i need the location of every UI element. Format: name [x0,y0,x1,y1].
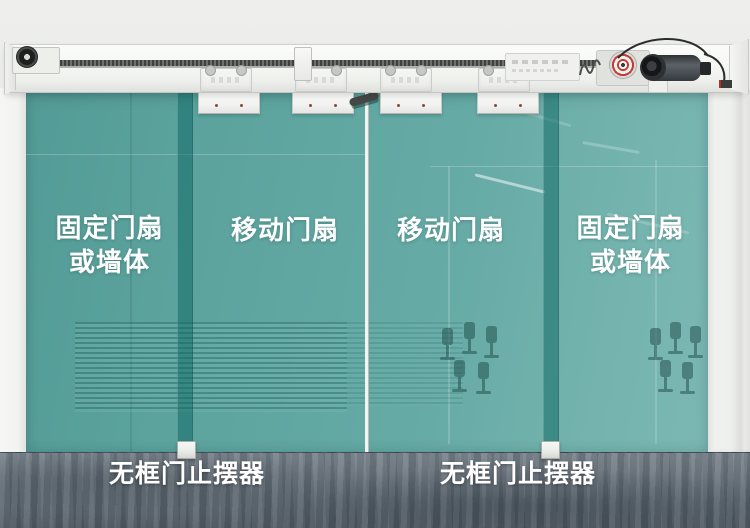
floor-guide-stopper-right [541,441,560,459]
office-chair [484,326,499,358]
panel-label-line: 移动门扇 [396,216,505,246]
panel-label-moving-right: 移动门扇 [371,214,531,248]
office-chair [688,326,703,358]
panel-label-fixed-right: 固定门扇 或墙体 [548,212,713,280]
glass-clamp-2 [292,92,354,114]
glass-clamp-3 [380,92,442,114]
office-chair [658,360,673,392]
panel-label-line: 固定门扇 [55,214,164,244]
drive-pulley-icon [609,51,637,79]
partition-frame-line-1 [448,166,450,444]
ceiling-light-streak-2 [582,140,640,155]
glass-clamp-4 [477,92,539,114]
panel-label-fixed-left: 固定门扇 或墙体 [27,212,192,280]
panel-label-line: 或墙体 [68,248,150,278]
floor-label-text: 无框门止摆器 [439,459,596,488]
panel-label-line: 移动门扇 [230,216,339,246]
glass-clamp-1 [198,92,260,114]
drive-belt [40,60,615,66]
motor-end-cap [640,54,666,81]
floor-label-left: 无框门止摆器 [87,460,287,488]
office-chair [476,362,491,394]
wire-connector [719,80,732,88]
floor [0,452,750,528]
partition-top-edge-left [26,154,366,155]
control-unit [505,53,580,81]
roller-carriage-1 [200,65,252,92]
partition-top-edge-right [430,166,708,167]
floor-label-right: 无框门止摆器 [418,460,618,488]
panel-overlap-divider-right [543,90,559,454]
motor-shaft-nose [700,62,711,75]
office-chair [440,328,455,360]
office-chair [648,328,663,360]
floor-guide-stopper-left [177,441,196,459]
door-meeting-seam [365,90,369,454]
panel-label-line: 固定门扇 [576,214,685,244]
office-chair [668,322,683,354]
radiator-louvers [75,322,347,412]
ceiling-light-streak-1 [474,173,546,194]
idler-pulley-icon [16,46,38,68]
left-wall [0,88,26,454]
office-chair [462,322,477,354]
belt-tension-spring-icon [579,59,601,76]
office-chair [452,360,467,392]
floor-label-text: 无框门止摆器 [108,459,265,488]
partition-frame-line-2 [655,160,657,444]
office-chair [680,362,695,394]
wall-seam-line [130,90,132,454]
belt-clamp [294,47,312,81]
right-wall [708,90,750,452]
panel-overlap-divider-left [177,90,193,454]
roller-carriage-3 [380,65,432,92]
panel-label-line: 或墙体 [589,248,671,278]
panel-label-moving-left: 移动门扇 [205,214,365,248]
motor-wiring-icon [617,38,726,83]
